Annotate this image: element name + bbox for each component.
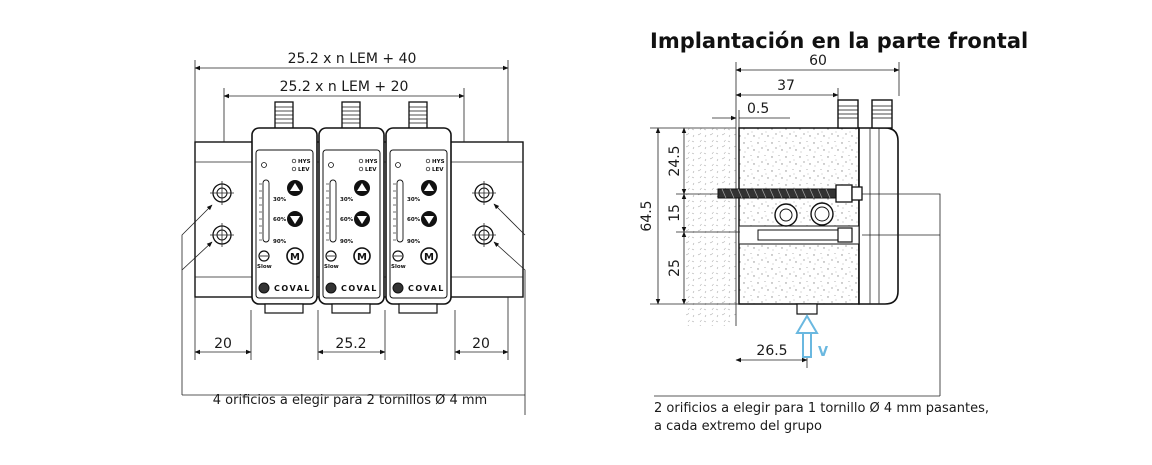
led-label-hys: HYS [365, 159, 378, 165]
scale-90: 90% [273, 239, 287, 245]
dim-0-5: 0.5 [747, 101, 769, 117]
led-icon [261, 162, 267, 168]
note-line-1: 2 orificios a elegir para 1 tornillo Ø 4… [654, 401, 989, 416]
dim-24-5: 24.5 [667, 145, 683, 176]
led-icon [291, 166, 297, 172]
led-icon [425, 166, 431, 172]
logo-ball-icon [258, 282, 270, 294]
scale-30: 30% [273, 197, 287, 203]
flow-arrow-icon [795, 314, 819, 358]
scale-90: 90% [407, 239, 421, 245]
mode-button-icon [353, 247, 371, 265]
led-label-lev: LEV [298, 167, 310, 173]
led-label-hys: HYS [432, 159, 445, 165]
slow-label: Slow [324, 264, 339, 270]
scale-30: 30% [407, 197, 421, 203]
connector-icon [408, 101, 428, 131]
front-view: 25.2 x n LEM + 40 25.2 x n LEM + 20 [181, 51, 526, 415]
scale-60: 60% [273, 217, 287, 223]
mode-button-icon [420, 247, 438, 265]
scale-60: 60% [340, 217, 354, 223]
dim-modules: 25.2 x n LEM + 20 [280, 79, 409, 95]
note-line-2: a cada extremo del grupo [654, 419, 822, 434]
led-icon [358, 158, 364, 164]
flow-label: V [818, 345, 828, 360]
dim-left-margin: 20 [214, 336, 232, 352]
mode-button-label: M [424, 252, 434, 263]
dim-width: 60 [809, 53, 827, 69]
mode-button-icon [286, 247, 304, 265]
led-icon [291, 158, 297, 164]
dim-pitch: 25.2 [335, 336, 366, 352]
mounting-hole-icon [472, 223, 496, 247]
dim-37: 37 [777, 78, 795, 94]
led-label-lev: LEV [365, 167, 377, 173]
dim-15: 15 [667, 204, 683, 222]
mode-button-label: M [357, 252, 367, 263]
led-icon [328, 162, 334, 168]
ejector-body [717, 99, 899, 315]
scale-30: 30% [340, 197, 354, 203]
mode-button-label: M [290, 252, 300, 263]
connector-icon [341, 101, 361, 131]
dim-26-5: 26.5 [756, 343, 787, 359]
dim-height: 64.5 [639, 200, 655, 231]
dim-25: 25 [667, 259, 683, 277]
note-holes: 4 orificios a elegir para 2 tornillos Ø … [213, 393, 487, 408]
mounting-hole-icon [472, 181, 496, 205]
led-icon [425, 158, 431, 164]
scale-60: 60% [407, 217, 421, 223]
connector-icon [274, 101, 294, 131]
mounting-hole-icon [210, 181, 234, 205]
bargraph [329, 179, 337, 243]
led-label-lev: LEV [432, 167, 444, 173]
brand-logo: COVAL [274, 284, 311, 293]
dim-right-margin: 20 [472, 336, 490, 352]
side-view: Implantación en la parte frontal 60 37 0… [639, 29, 1028, 434]
logo-ball-icon [392, 282, 404, 294]
bargraph [262, 179, 270, 243]
mounting-hole-icon [210, 223, 234, 247]
logo-ball-icon [325, 282, 337, 294]
side-view-title: Implantación en la parte frontal [650, 29, 1028, 53]
scale-90: 90% [340, 239, 354, 245]
led-label-hys: HYS [298, 159, 311, 165]
slow-label: Slow [391, 264, 406, 270]
wall [686, 128, 736, 326]
bargraph [396, 179, 404, 243]
led-icon [395, 162, 401, 168]
brand-logo: COVAL [341, 284, 378, 293]
slow-label: Slow [257, 264, 272, 270]
brand-logo: COVAL [408, 284, 445, 293]
led-icon [358, 166, 364, 172]
dim-overall: 25.2 x n LEM + 40 [288, 51, 417, 67]
